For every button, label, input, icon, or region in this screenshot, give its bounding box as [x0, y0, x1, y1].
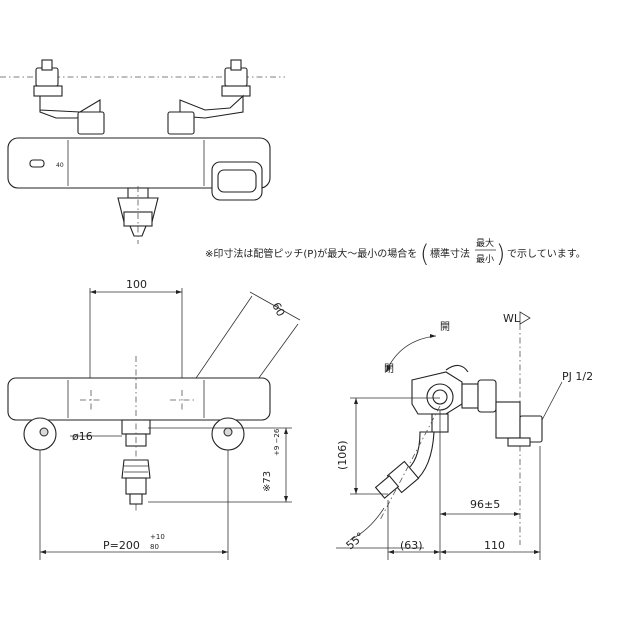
side-view: 開 閉 WL PJ 1/2 55° (106) [336, 311, 593, 560]
note-min-label: 最小 [476, 254, 494, 265]
note-mark: ※ [205, 249, 213, 260]
svg-text:※印寸法は配管ピッチ(P)が最大～最小の場合を: ※印寸法は配管ピッチ(P)が最大～最小の場合を [205, 247, 417, 260]
dim-63: (63) [400, 539, 423, 552]
wl-label: WL [503, 312, 521, 325]
note-standard-label: 標準寸法 [430, 247, 470, 260]
dim-96: 96±5 [470, 498, 500, 511]
dial-mark: 40 [56, 162, 64, 169]
note-text-after: で示しています。 [507, 248, 586, 260]
label-close: 閉 [384, 363, 394, 375]
dimension-note: ※印寸法は配管ピッチ(P)が最大～最小の場合を ( 標準寸法 最大 最小 ) で… [205, 237, 586, 268]
label-open: 開 [440, 321, 450, 333]
dim-pitch-tol-upper: +10 [150, 533, 165, 541]
angle-55: 55° [344, 530, 367, 552]
dim-100: 100 [126, 278, 147, 291]
note-max-label: 最大 [476, 237, 494, 249]
note-text-before: 印寸法は配管ピッチ(P)が最大～最小の場合を [213, 247, 417, 260]
dim-pitch-tol-lower: 80 [150, 543, 159, 551]
dim-73: ※73 [262, 471, 273, 492]
thread-label: PJ 1/2 [562, 370, 593, 383]
dim-pitch: P=200 [103, 539, 140, 552]
dim-110: 110 [484, 539, 505, 552]
dim-dia-16: ø16 [72, 430, 93, 443]
dim-73-tol: +9 −26 [273, 428, 281, 456]
dim-60: 60 [269, 300, 287, 318]
front-view: 100 60 ø16 ※73 +9 − [7, 278, 301, 560]
dim-106: (106) [336, 440, 349, 470]
note-bracket-open: ( [420, 240, 429, 268]
top-view: 40 [0, 59, 285, 244]
note-bracket-close: ) [496, 240, 505, 268]
